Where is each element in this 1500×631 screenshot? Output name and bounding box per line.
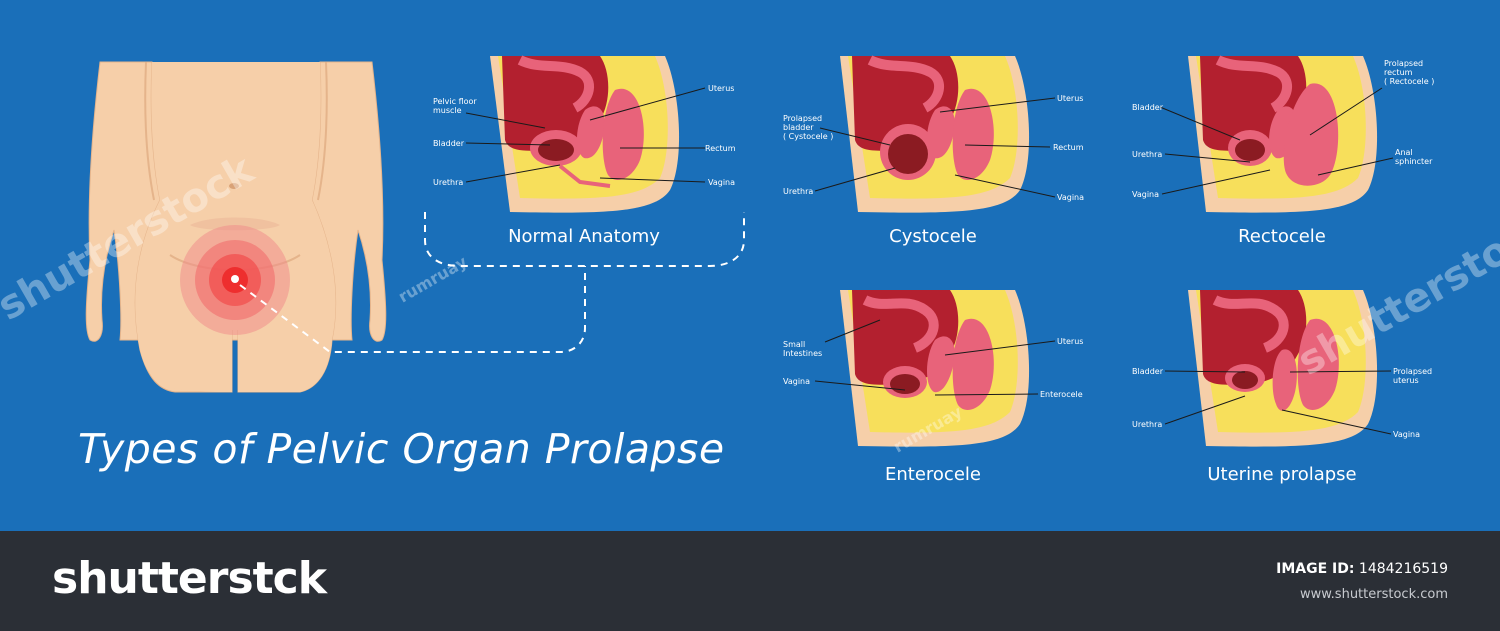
- label-prolapsed-rectum: Prolapsed rectum ( Rectocele ): [1384, 59, 1435, 86]
- shutterstock-logo[interactable]: shutterstck: [52, 553, 327, 604]
- label-urethra: Urethra: [1132, 420, 1163, 429]
- label-enterocele: Enterocele: [1040, 390, 1083, 399]
- label-uterus: Uterus: [1057, 94, 1084, 103]
- label-urethra: Urethra: [783, 187, 814, 196]
- illustration-svg: [85, 55, 1394, 447]
- image-id-value: 1484216519: [1358, 561, 1448, 577]
- label-pelvic-floor-muscle: Pelvic floor muscle: [433, 97, 477, 115]
- connector-lines: [239, 212, 745, 353]
- label-vagina: Vagina: [1132, 190, 1160, 199]
- panel-cystocele-diagram: [840, 55, 1030, 213]
- caption-normal-anatomy: Normal Anatomy: [508, 226, 660, 247]
- site-url[interactable]: www.shutterstock.com: [1299, 587, 1448, 602]
- label-vagina: Vagina: [783, 377, 811, 386]
- label-bladder: Bladder: [1132, 103, 1163, 112]
- caption-enterocele: Enterocele: [885, 464, 981, 485]
- image-id: IMAGE ID: 1484216519: [1276, 561, 1448, 577]
- label-rectum: Rectum: [1053, 143, 1084, 152]
- label-rectum: Rectum: [705, 144, 736, 153]
- panel-normal-anatomy-diagram: [490, 55, 680, 213]
- label-prolapsed-uterus: Prolapsed uterus: [1393, 367, 1433, 385]
- illustration-canvas: Pelvic floor muscle Bladder Urethra Uter…: [0, 55, 1500, 485]
- panel-enterocele-diagram: [840, 290, 1030, 447]
- label-bladder: Bladder: [1132, 367, 1163, 376]
- label-vagina: Vagina: [708, 178, 736, 187]
- panel-rectocele-diagram: [1188, 55, 1378, 213]
- label-uterus: Uterus: [1057, 337, 1084, 346]
- label-vagina: Vagina: [1393, 430, 1421, 439]
- label-uterus: Uterus: [708, 84, 735, 93]
- caption-uterine-prolapse: Uterine prolapse: [1207, 464, 1357, 485]
- footer-bar: shutterstck IMAGE ID: 1484216519 www.shu…: [0, 531, 1500, 631]
- image-id-label: IMAGE ID:: [1276, 561, 1355, 577]
- label-urethra: Urethra: [433, 178, 464, 187]
- panel-uterine-prolapse-diagram: [1188, 290, 1378, 447]
- page-title: Types of Pelvic Organ Prolapse: [78, 425, 725, 473]
- label-bladder: Bladder: [433, 139, 464, 148]
- caption-cystocele: Cystocele: [889, 226, 977, 247]
- label-vagina: Vagina: [1057, 193, 1085, 202]
- label-urethra: Urethra: [1132, 150, 1163, 159]
- label-prolapsed-bladder: Prolapsed bladder ( Cystocele ): [783, 114, 834, 141]
- leader-lines: [465, 87, 1394, 435]
- caption-rectocele: Rectocele: [1238, 226, 1326, 247]
- body-figure: [85, 61, 387, 393]
- label-anal-sphincter: Anal sphincter: [1395, 148, 1433, 166]
- label-small-intestines: Small Intestines: [783, 340, 823, 358]
